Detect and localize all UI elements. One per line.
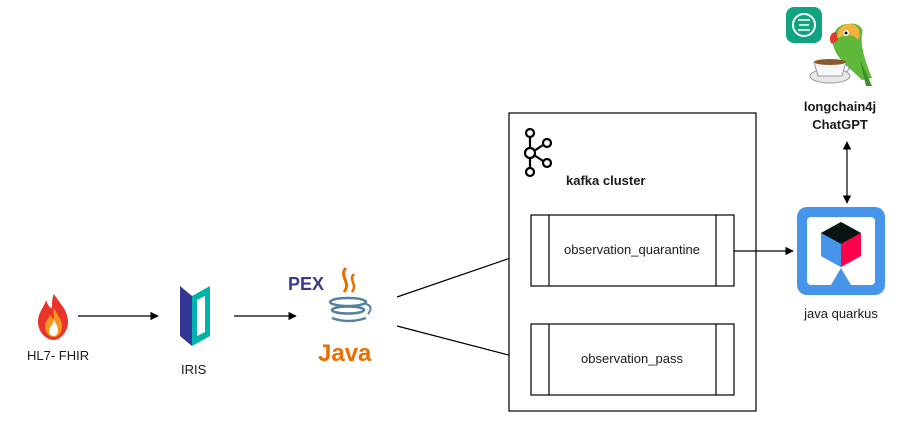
- topic-label: observation_pass: [581, 351, 683, 366]
- kafka-cluster-title: kafka cluster: [566, 173, 646, 188]
- iris-logo-icon: [180, 286, 210, 346]
- edge-pex-quarantine: [396, 250, 529, 298]
- fire-icon: [38, 294, 68, 340]
- iris-label: IRIS: [181, 362, 207, 377]
- langchain-label-line1: longchain4j: [804, 99, 876, 114]
- quarkus-label: java quarkus: [803, 306, 878, 321]
- pex-label: PEX: [288, 274, 324, 294]
- openai-icon: [786, 7, 822, 43]
- kafka-icon: [523, 127, 553, 178]
- fhir-label: HL7- FHIR: [27, 348, 89, 363]
- quarkus-icon: [797, 207, 885, 295]
- java-cup-icon: [328, 266, 372, 323]
- langchain-label-line2: ChatGPT: [812, 117, 868, 132]
- edge-pex-pass: [396, 325, 529, 363]
- java-label: Java: [318, 340, 372, 367]
- topic-observation-pass: observation_pass: [530, 323, 735, 396]
- topic-observation-quarantine: observation_quarantine: [530, 214, 735, 287]
- topic-label: observation_quarantine: [564, 242, 700, 257]
- parrot-icon: [809, 23, 872, 86]
